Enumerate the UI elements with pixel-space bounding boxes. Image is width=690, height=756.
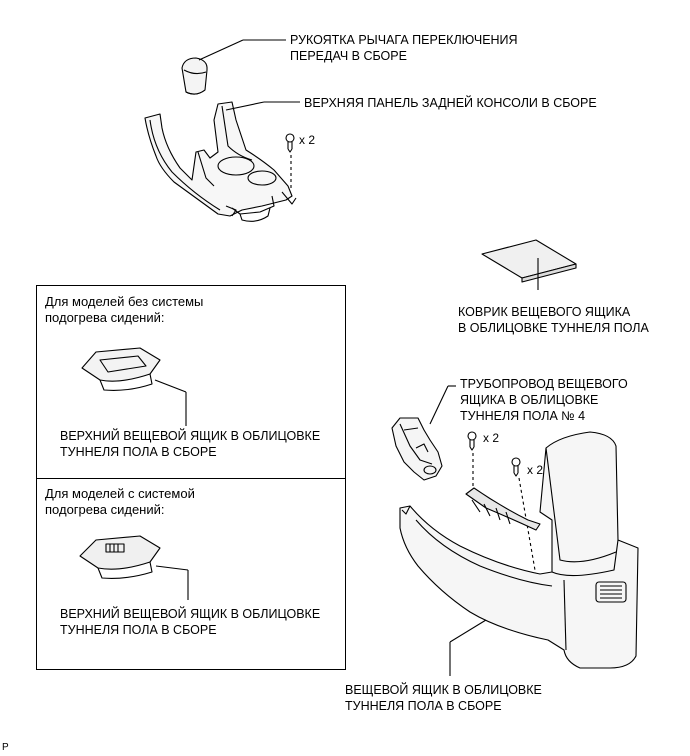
upper-panel-label: ВЕРХНЯЯ ПАНЕЛЬ ЗАДНЕЙ КОНСОЛИ В СБОРЕ: [304, 95, 597, 111]
duct-screw-qty: x 2: [483, 431, 500, 445]
panel-screw: [285, 133, 295, 188]
variant-with-heating-heading-line1: Для моделей с системой: [45, 486, 195, 501]
shift-knob-label-line1: РУКОЯТКА РЫЧАГА ПЕРЕКЛЮЧЕНИЯ: [290, 33, 518, 47]
upper-box-without-heating-part: [81, 347, 161, 391]
upper-panel-label-line1: ВЕРХНЯЯ ПАНЕЛЬ ЗАДНЕЙ КОНСОЛИ В СБОРЕ: [304, 96, 597, 110]
duct-screw: [467, 431, 477, 488]
variant-with-heating-heading: Для моделей с системой подогрева сидений…: [45, 486, 195, 518]
console-mat-part: [481, 239, 577, 283]
variant-frame-outer: [36, 285, 346, 670]
duct-label-line3: ТУННЕЛЯ ПОЛА № 4: [460, 409, 586, 423]
mat-label: КОВРИК ВЕЩЕВОГО ЯЩИКА В ОБЛИЦОВКЕ ТУННЕЛ…: [458, 304, 649, 336]
duct-no4-part: [391, 417, 443, 481]
variant-without-heating-part-line1: ВЕРХНИЙ ВЕЩЕВОЙ ЯЩИК В ОБЛИЦОВКЕ: [60, 429, 321, 443]
variant-without-heating-part-line2: ТУННЕЛЯ ПОЛА В СБОРЕ: [60, 445, 217, 459]
duct-label: ТРУБОПРОВОД ВЕЩЕВОГО ЯЩИКА В ОБЛИЦОВКЕ Т…: [460, 376, 628, 424]
console-box-label-line2: ТУННЕЛЯ ПОЛА В СБОРЕ: [345, 699, 502, 713]
shift-knob-label-line2: ПЕРЕДАЧ В СБОРЕ: [290, 49, 407, 63]
upper-rear-console-panel-part: [144, 101, 297, 222]
console-box-part: [399, 431, 639, 669]
mat-label-line1: КОВРИК ВЕЩЕВОГО ЯЩИКА: [458, 305, 631, 319]
upper-box-with-heating-part: [79, 535, 161, 579]
variant-with-heating-part-label: ВЕРХНИЙ ВЕЩЕВОЙ ЯЩИК В ОБЛИЦОВКЕ ТУННЕЛЯ…: [60, 606, 320, 638]
shift-knob-label: РУКОЯТКА РЫЧАГА ПЕРЕКЛЮЧЕНИЯ ПЕРЕДАЧ В С…: [290, 32, 518, 64]
variant-without-heating-heading-line2: подогрева сидений:: [45, 310, 165, 325]
variant-frame-divider: [36, 478, 346, 479]
variant-with-heating-part-line1: ВЕРХНИЙ ВЕЩЕВОЙ ЯЩИК В ОБЛИЦОВКЕ: [60, 607, 321, 621]
panel-screw-qty: x 2: [299, 133, 316, 147]
variant-without-heating-part-label: ВЕРХНИЙ ВЕЩЕВОЙ ЯЩИК В ОБЛИЦОВКЕ ТУННЕЛЯ…: [60, 428, 320, 460]
footer-code: P: [2, 742, 9, 753]
console-box-label-line1: ВЕЩЕВОЙ ЯЩИК В ОБЛИЦОВКЕ: [345, 683, 542, 697]
console-box-label: ВЕЩЕВОЙ ЯЩИК В ОБЛИЦОВКЕ ТУННЕЛЯ ПОЛА В …: [345, 682, 542, 714]
variant-with-heating-heading-line2: подогрева сидений:: [45, 502, 165, 517]
variant-with-heating-part-line2: ТУННЕЛЯ ПОЛА В СБОРЕ: [60, 623, 217, 637]
shift-knob-part: [181, 57, 208, 95]
mat-label-line2: В ОБЛИЦОВКЕ ТУННЕЛЯ ПОЛА: [458, 321, 649, 335]
duct-label-line1: ТРУБОПРОВОД ВЕЩЕВОГО: [460, 377, 628, 391]
duct-label-line2: ЯЩИКА В ОБЛИЦОВКЕ: [460, 393, 599, 407]
variant-without-heating-heading: Для моделей без системы подогрева сидени…: [45, 294, 203, 326]
variant-without-heating-heading-line1: Для моделей без системы: [45, 294, 204, 309]
box-screw-qty: x 2: [527, 463, 544, 477]
